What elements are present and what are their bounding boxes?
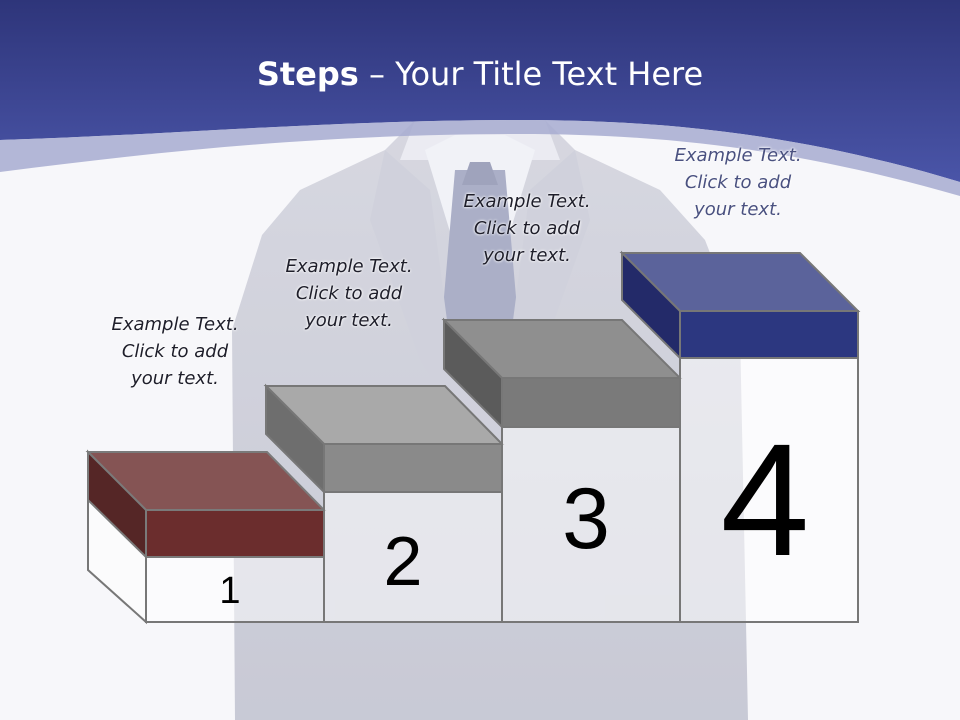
step-2-caption[interactable]: Example Text. Click to add your text. [239,253,459,334]
step-4 [619,250,861,623]
caption-line: Click to add [684,172,792,193]
step-4-number: 4 [720,410,810,589]
caption-line: Click to add [473,218,581,239]
step-4-caption[interactable]: Example Text. Click to add your text. [628,142,848,223]
step-2-number: 2 [383,522,423,600]
header-band [0,0,960,182]
caption-line: your text. [131,368,219,389]
step-2 [263,383,505,623]
caption-line: Click to add [121,341,229,362]
caption-line: Example Text. [111,314,239,335]
caption-line: your text. [694,199,782,220]
caption-line: your text. [483,245,571,266]
step-3-number: 3 [562,471,610,567]
step-1-caption[interactable]: Example Text. Click to add your text. [65,311,285,392]
header-swoosh [0,120,960,196]
slide-title[interactable]: Steps – Your Title Text Here [0,52,960,96]
step-3-caption[interactable]: Example Text. Click to add your text. [417,188,637,269]
caption-line: Example Text. [463,191,591,212]
caption-line: Example Text. [674,145,802,166]
step-3 [441,317,683,623]
step-1 [85,449,327,625]
step-1-number: 1 [219,570,241,612]
caption-line: your text. [305,310,393,331]
title-rest: – Your Title Text Here [358,55,704,93]
title-bold: Steps [256,55,359,93]
caption-line: Example Text. [285,256,413,277]
caption-line: Click to add [295,283,403,304]
